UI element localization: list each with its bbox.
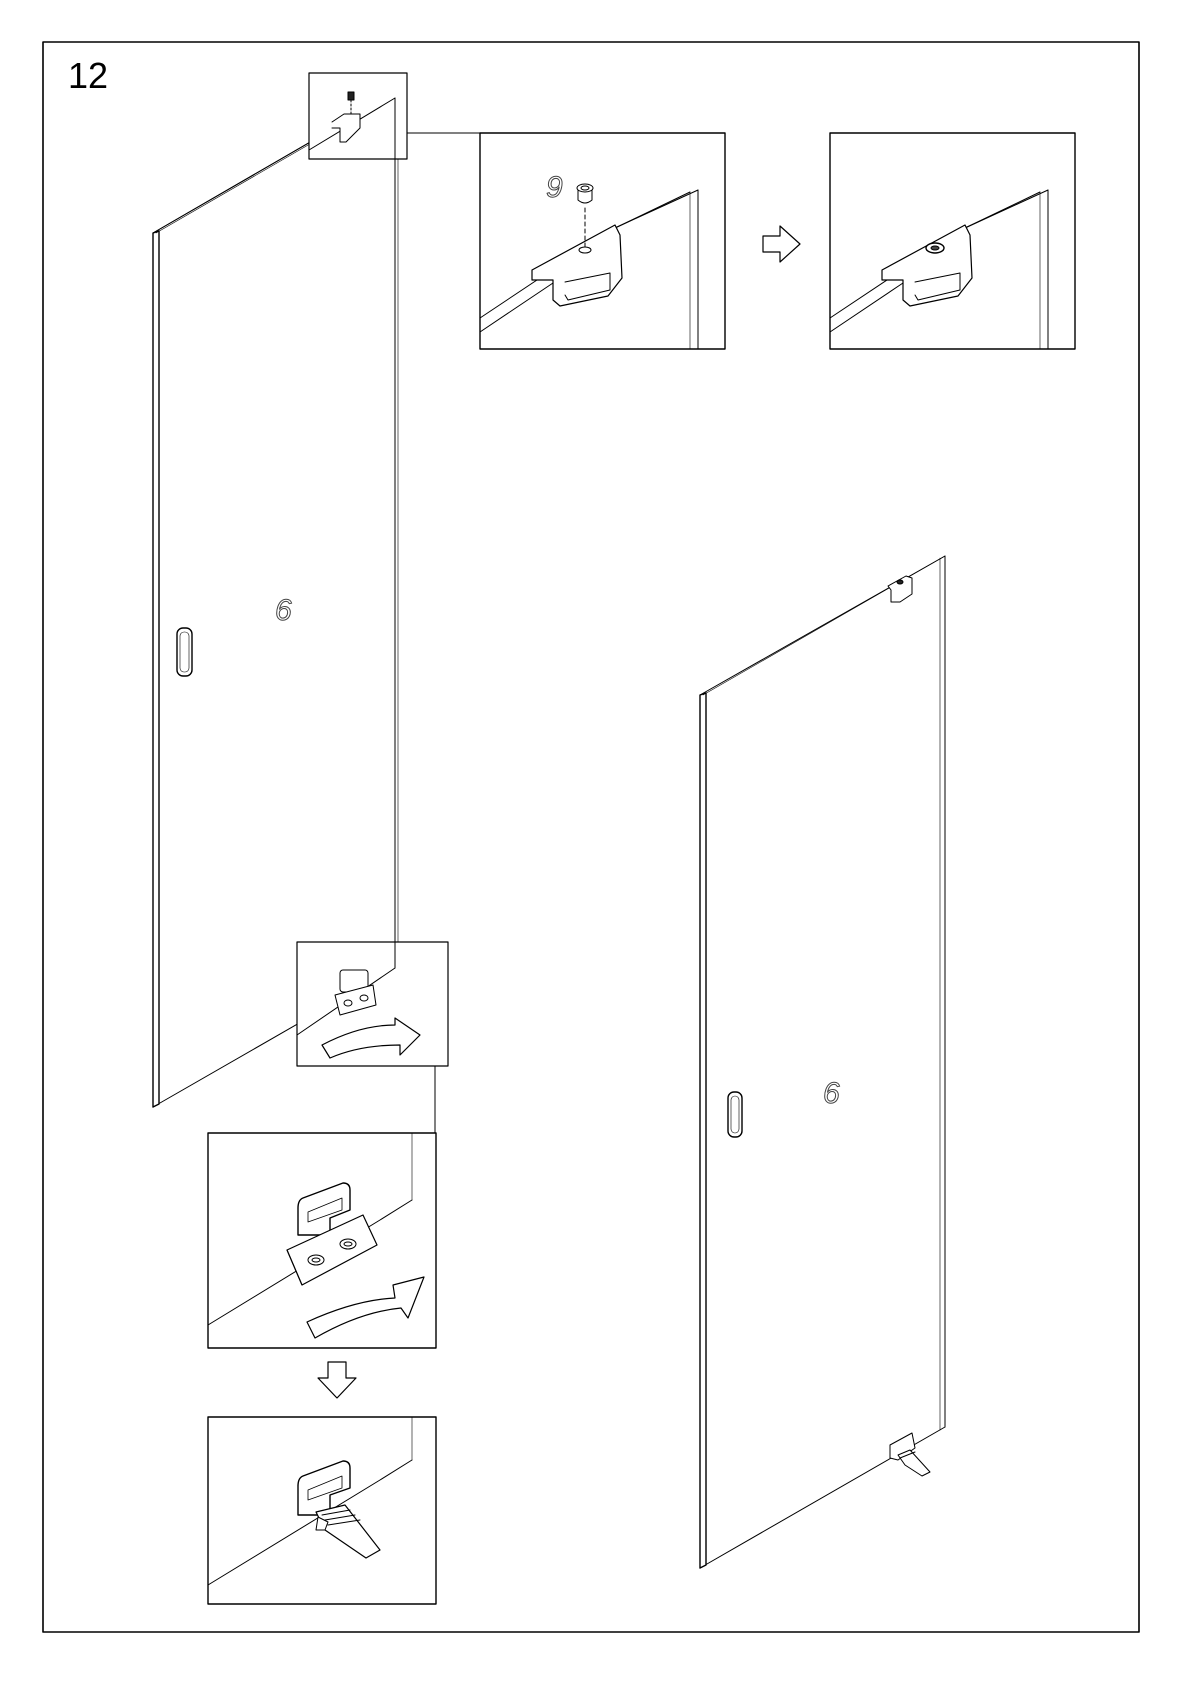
part-label-panel-left: 6	[275, 594, 292, 627]
arrow-right-icon	[763, 226, 800, 262]
part-label-panel-right: 6	[823, 1077, 840, 1110]
detail-insert-cap	[480, 133, 725, 349]
bottom-detail-indicator	[297, 942, 448, 1066]
handle-cutout	[177, 628, 192, 676]
part-label-hardware: 9	[546, 171, 563, 204]
right-door-panel	[700, 556, 945, 1568]
cap-screw-icon	[348, 92, 354, 100]
detail-foot-installed	[208, 1417, 436, 1604]
handle-cutout	[728, 1092, 742, 1137]
detail-cap-installed	[830, 133, 1075, 349]
arrow-down-icon	[318, 1362, 356, 1398]
detail-rotate-foot	[208, 1133, 436, 1348]
